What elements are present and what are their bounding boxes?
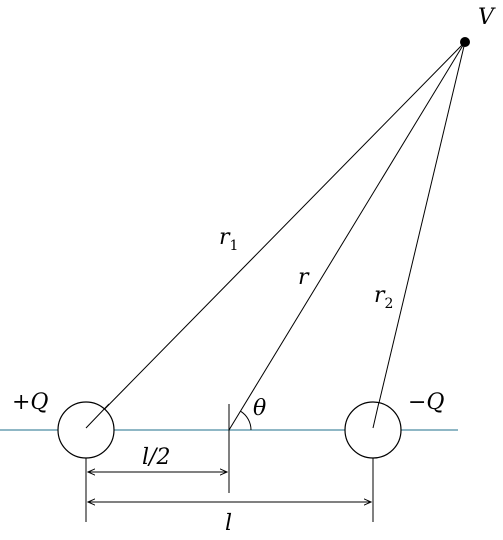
r2-label: r2 (374, 283, 393, 312)
positive-charge-circle (57, 401, 115, 459)
negative-charge-label: −Q (408, 390, 444, 415)
theta-label: θ (253, 396, 266, 421)
theta-arc (240, 410, 252, 431)
r2-line-inner (372, 401, 380, 429)
r1-line (85, 41, 466, 429)
r-label: r (298, 265, 310, 290)
r-line (228, 41, 466, 431)
point-v-dot (460, 37, 470, 47)
r1-label: r1 (219, 225, 238, 254)
positive-charge-label: +Q (12, 390, 48, 415)
r1-line-inner (85, 403, 110, 429)
length-label: l (225, 511, 232, 536)
half-length-label: l/2 (142, 445, 170, 470)
point-v-label: V (478, 5, 496, 30)
negative-charge-circle (344, 401, 402, 459)
r2-line (372, 41, 466, 429)
